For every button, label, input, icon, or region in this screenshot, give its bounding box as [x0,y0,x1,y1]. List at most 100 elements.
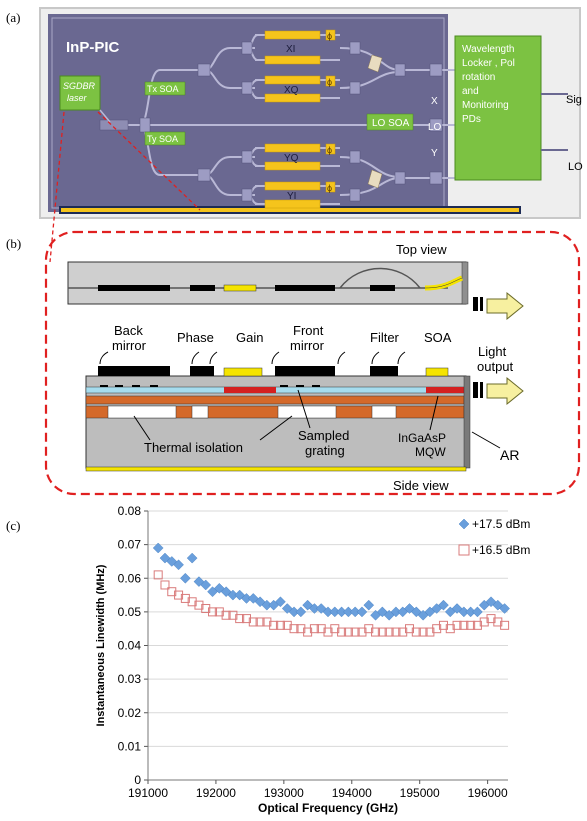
label-back-mirror-2: mirror [112,338,147,353]
data-point-16-5dbm [377,627,387,637]
data-point-16-5dbm [296,624,306,634]
locker-line-4: and [462,86,479,97]
x-tick-label: 195000 [400,786,440,800]
port-lo-label: LO [428,122,442,133]
data-point-17-5dbm [173,559,184,571]
mqw-arrow [429,395,439,431]
data-point-16-5dbm [330,624,340,634]
x-tick-label: 194000 [332,786,372,800]
laser-label-line1: SGDBR [63,81,96,91]
data-point-16-5dbm [391,627,401,637]
locker-line-3: rotation [462,72,495,83]
x-tick-label: 192000 [196,786,236,800]
data-point-16-5dbm [418,627,428,637]
lo-soa-label: LO SOA [372,118,410,129]
side-view-label: Side view [393,478,449,493]
modulator-electrodes [264,30,321,209]
laser-waveguide [99,119,129,131]
y-tick-label: 0.01 [118,739,142,753]
data-point-16-5dbm [241,614,251,624]
data-point-16-5dbm [255,617,265,627]
phase-icon-3: ϕ [327,145,332,155]
data-point-16-5dbm [275,620,285,630]
panel-b-label: (b) [6,236,21,251]
x-axis-label: Optical Frequency (GHz) [258,801,398,815]
data-point-16-5dbm [384,627,394,637]
top-view-soa-bend-outline [424,277,463,289]
data-point-17-5dbm [152,542,164,554]
top-view-label: Top view [396,242,447,257]
data-point-16-5dbm [445,624,455,634]
wavelength-locker-box [454,35,542,181]
data-point-16-5dbm [289,624,299,634]
label-light-output-2: output [477,359,514,374]
grating-arrow [297,389,311,429]
modulator-label-yq: YQ [284,153,299,164]
top-view-arrow [473,291,524,321]
label-sampled-grating-1: Sampled [298,428,349,443]
panel-a-label: (a) [6,10,20,25]
y-tick-label: 0 [134,773,141,787]
data-point-16-5dbm [160,580,170,590]
data-point-16-5dbm [357,627,367,637]
data-point-16-5dbm [466,620,476,630]
data-point-16-5dbm [500,620,510,630]
data-point-17-5dbm [180,572,191,584]
y-tick-label: 0.07 [118,538,142,552]
data-point-16-5dbm [248,617,258,627]
data-point-16-5dbm [425,627,435,637]
phase-icon-4: ϕ [327,183,332,193]
zoom-dashed-box [44,230,581,496]
data-point-16-5dbm [350,627,360,637]
panel-c-label: (c) [6,518,20,533]
data-point-16-5dbm [269,620,279,630]
data-point-16-5dbm [472,620,482,630]
y-axis-label: Instantaneous Linewidth (MHz) [95,564,107,726]
data-point-16-5dbm [309,624,319,634]
modulator-label-xq: XQ [284,85,299,96]
legend-marker-17-5dbm [458,518,470,530]
panel-a: (a) InP-PIC [6,7,583,263]
thermal-arrow-1 [133,415,151,441]
data-point-17-5dbm [186,552,198,564]
x-tick-label: 191000 [128,786,168,800]
data-point-16-5dbm [405,624,415,634]
label-ar: AR [500,447,519,463]
label-front-mirror-1: Front [293,323,324,338]
data-point-16-5dbm [364,624,374,634]
data-point-16-5dbm [438,620,448,630]
label-filter: Filter [370,330,400,345]
y-tick-label: 0.03 [118,672,142,686]
data-point-17-5dbm [200,579,212,591]
locker-line-5: Monitoring [462,100,509,111]
data-point-16-5dbm [167,587,177,597]
y-tick-label: 0.02 [118,706,142,720]
locker-line-1: Wavelength [462,44,514,55]
data-point-16-5dbm [187,597,197,607]
x-tick-label: 196000 [468,786,508,800]
modulator-label-xi: XI [286,44,295,55]
label-mqw-1: InGaAsP [398,431,446,445]
tx-soa-box [144,81,186,96]
splitters [139,41,443,202]
side-view-arrow [473,376,524,406]
panel-c: (c) 00.010.020.030.040.050.060.070.08191… [6,504,530,815]
label-phase: Phase [177,330,214,345]
data-point-17-5dbm [363,599,375,611]
data-point-16-5dbm [343,627,353,637]
data-point-16-5dbm [486,614,496,624]
data-point-16-5dbm [174,590,184,600]
data-point-16-5dbm [153,570,163,580]
locker-line-6: PDs [462,114,481,125]
ty-soa-label: Ty SOA [147,134,178,144]
label-front-mirror-2: mirror [290,338,325,353]
lo-output-label: LO [568,161,583,173]
locker-line-2: Locker , Pol [462,58,515,69]
phase-icon-1: ϕ [327,31,332,41]
top-view-edge [461,261,469,305]
panel-b: (b) Top view Back mirror Phase Gain Fron… [6,230,581,496]
sig-output-label: Sig [566,94,582,106]
data-point-16-5dbm [228,610,238,620]
port-y-label: Y [431,148,438,159]
